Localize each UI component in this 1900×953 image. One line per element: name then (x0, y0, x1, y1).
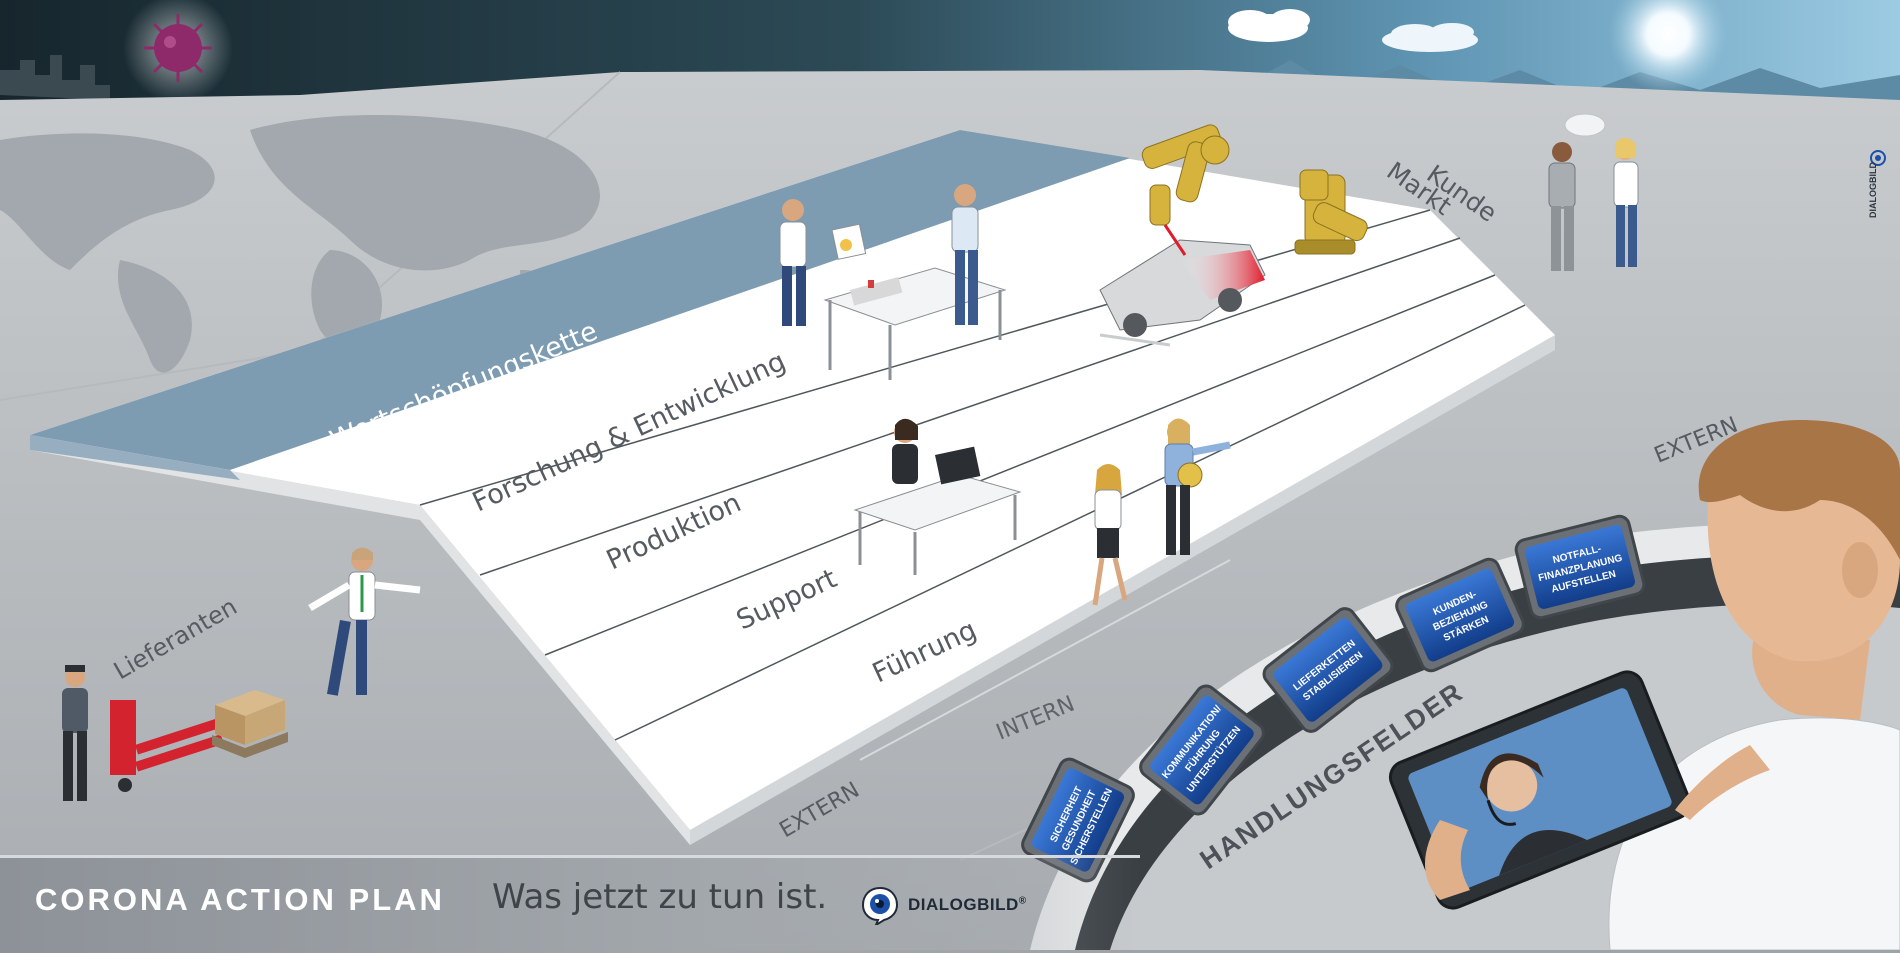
action-field-supply-chains[interactable]: LIEFERKETTEN STABLISIEREN (1260, 605, 1396, 736)
market-customer-illustration (1548, 113, 1639, 271)
footer-bar (0, 855, 1140, 953)
cloud-icon (1228, 9, 1310, 42)
lane-separator-4 (614, 304, 1526, 741)
cloud-icon-2 (1382, 23, 1478, 52)
action-field-emergency-finance[interactable]: NOTFALL- FINANZPLANUNG AUFSTELLEN (1514, 514, 1646, 620)
footer-brand: DIALOGBILD® (908, 895, 1027, 915)
footer-brand-name: DIALOGBILD (908, 895, 1019, 914)
footer-brand-mark: ® (1018, 895, 1027, 907)
lane-separator-2 (479, 237, 1461, 576)
floor-line-2 (859, 559, 1231, 761)
footer: CORONA ACTION PLAN Was jetzt zu tun ist.… (0, 855, 1900, 953)
footer-title: CORONA ACTION PLAN (35, 882, 445, 917)
production-illustration (1099, 124, 1368, 347)
manager-hand-left (1425, 820, 1470, 900)
suppliers-illustration (62, 547, 421, 801)
footer-logo[interactable]: DIALOGBILD® (860, 885, 1027, 925)
value-chain-band (30, 130, 1130, 470)
footer-tagline: Was jetzt zu tun ist. (492, 877, 828, 917)
video-call-agent (1479, 753, 1588, 876)
lane-separator-3 (544, 274, 1496, 656)
virus-icon (123, 0, 233, 103)
robot-arm-icon (1141, 124, 1230, 226)
lane-separator-1 (419, 209, 1431, 506)
city-silhouette (0, 55, 110, 100)
value-chain-band-edge (30, 435, 240, 480)
manager-illustration (1608, 420, 1900, 950)
pallet-truck-icon (110, 700, 224, 792)
manager-hand (1675, 745, 1770, 820)
box-icon (212, 690, 288, 758)
dialogbild-side-logo-icon (1870, 150, 1886, 166)
action-field-customer-relations[interactable]: KUNDEN- BEZIEHUNG STÄRKEN (1393, 556, 1526, 674)
support-illustration (853, 418, 1022, 575)
speech-bubble-icon (1564, 113, 1606, 137)
leadership-illustration (1092, 418, 1231, 606)
sun-icon (1608, 0, 1728, 94)
research-team-illustration (779, 184, 1007, 380)
tablet-icon[interactable] (1386, 667, 1695, 913)
side-brand-text: DIALOGBILD (1868, 162, 1878, 218)
dialogbild-logo-icon (861, 886, 899, 925)
robot-arm-icon-2 (1294, 169, 1368, 255)
